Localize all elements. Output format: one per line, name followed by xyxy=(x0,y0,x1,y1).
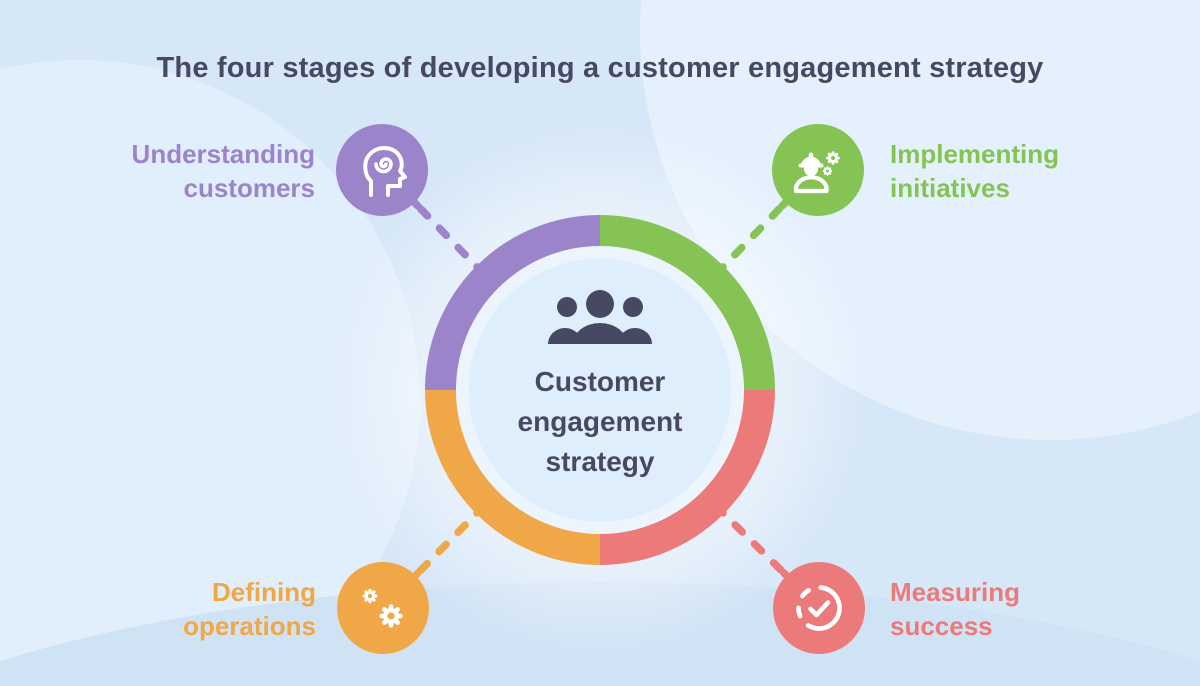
stage-bubble xyxy=(773,562,865,654)
stage-label-implementing-initiatives: Implementing initiatives xyxy=(890,139,1060,203)
connector-defining-operations xyxy=(411,506,484,580)
connector-understanding-customers xyxy=(410,198,484,274)
stage-circle-defining-operations xyxy=(337,562,429,654)
ring-inner-circle xyxy=(455,245,745,535)
stage-circle-measuring-success xyxy=(773,562,865,654)
gears-icon xyxy=(362,588,403,628)
connector-implementing-initiatives xyxy=(716,198,790,274)
connectors xyxy=(410,198,791,580)
head-spiral-icon xyxy=(363,146,407,197)
stage-label-measuring-success: Measuring success xyxy=(890,577,1021,641)
check-progress-icon xyxy=(796,585,842,631)
stage-circle-understanding-customers xyxy=(336,124,428,216)
ring-arc-measuring-success xyxy=(599,389,775,565)
ring-inner-highlight xyxy=(455,245,745,535)
page-title: The four stages of developing a customer… xyxy=(156,52,1044,84)
center-label: Customer engagement strategy xyxy=(517,366,683,478)
people-group-icon xyxy=(548,285,652,344)
central-ring xyxy=(425,215,775,565)
connector-measuring-success xyxy=(716,506,791,580)
ring-arc-defining-operations xyxy=(425,389,601,565)
gear-small xyxy=(822,166,833,176)
stage-label-understanding-customers: Understanding customers xyxy=(131,139,315,203)
stage-bubble xyxy=(772,124,864,216)
center-content: Customer engagement strategy xyxy=(470,282,730,482)
ring-arc-implementing-initiatives xyxy=(599,215,775,391)
gear-small xyxy=(362,588,378,604)
worker-gears-icon xyxy=(793,151,840,194)
stage-label-defining-operations: Defining operations xyxy=(183,577,316,641)
gear-large xyxy=(379,604,403,628)
ring-arc-understanding-customers xyxy=(425,215,601,391)
stage-circle-implementing-initiatives xyxy=(772,124,864,216)
gear-large xyxy=(826,151,840,165)
